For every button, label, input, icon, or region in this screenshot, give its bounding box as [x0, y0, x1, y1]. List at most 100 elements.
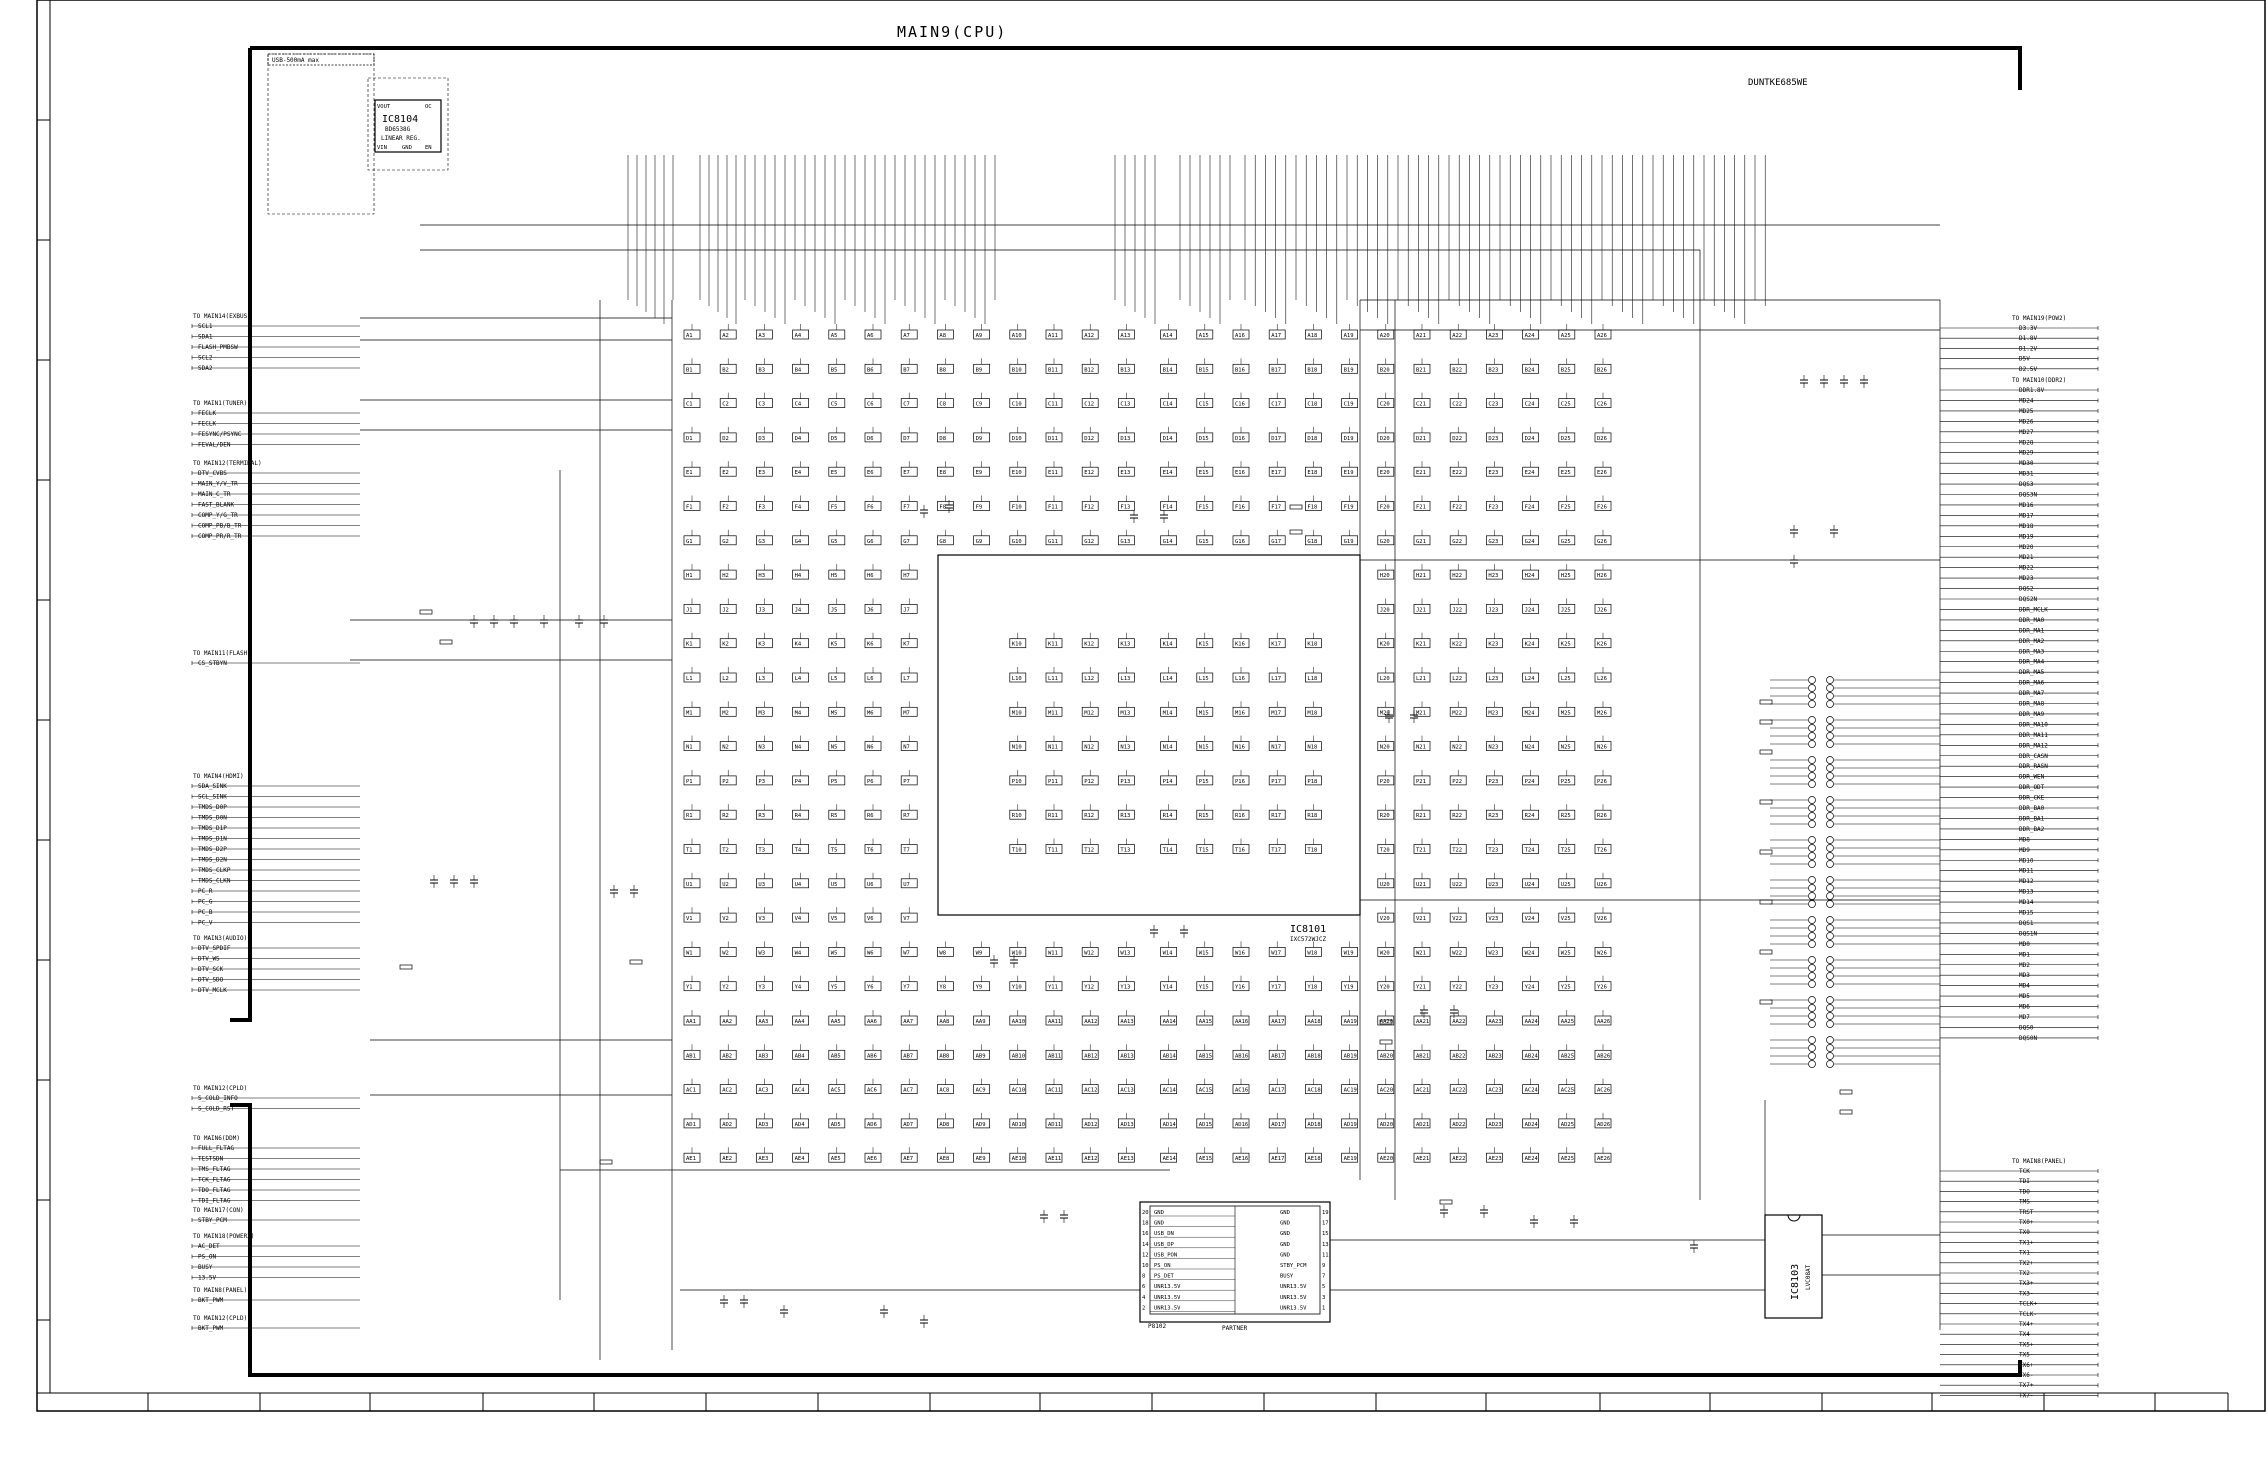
bga-pad-label: AE12: [1084, 1156, 1097, 1162]
bga-pad-label: K20: [1380, 642, 1390, 648]
connector-signal: FEVAL/DEN: [198, 442, 231, 449]
bga-pad-label: K11: [1048, 642, 1058, 648]
bga-pad-label: B17: [1271, 367, 1281, 373]
bga-pad-label: E11: [1048, 470, 1058, 476]
bga-pad-label: H2: [722, 573, 729, 579]
connector-signal: MD23: [2019, 575, 2034, 582]
resistor-array-node: [1808, 740, 1816, 748]
bga-pad-label: B25: [1561, 367, 1571, 373]
bga-pad-label: C21: [1416, 402, 1426, 408]
bga-pad-label: AD12: [1084, 1122, 1097, 1128]
partner-pin-signal: GND: [1280, 1242, 1290, 1248]
bga-pad-label: G2: [722, 539, 729, 545]
connector-signal: MD17: [2019, 512, 2034, 519]
resistor-array-node: [1826, 820, 1834, 828]
bga-pad-label: N13: [1120, 745, 1130, 751]
bga-pad-label: A24: [1525, 333, 1536, 339]
bga-pad-label: K3: [758, 642, 765, 648]
resistor-array-node: [1808, 796, 1816, 804]
bga-pad-label: R5: [831, 813, 838, 819]
connector-signal: TX0-: [2019, 1229, 2033, 1236]
resistor: [1379, 1039, 1393, 1045]
bga-pad-label: AD4: [795, 1122, 806, 1128]
bga-pad-label: B13: [1120, 367, 1130, 373]
connector-signal: FECLK: [198, 410, 216, 417]
partner-pin-number: 4: [1142, 1295, 1146, 1301]
partner-pin-signal: BUSY: [1280, 1274, 1294, 1280]
connector-signal: TX5+: [2019, 1341, 2034, 1348]
bga-pad-label: A11: [1048, 333, 1058, 339]
bga-pad-label: F10: [1012, 505, 1022, 511]
bga-pad-label: J26: [1597, 607, 1607, 613]
bga-pad-label: V23: [1488, 916, 1498, 922]
connector-signal: TX1-: [2019, 1250, 2033, 1257]
bga-pad-label: H1: [686, 573, 693, 579]
connector-title: TO MAIN11(FLASH): [193, 650, 251, 657]
partner-pin-signal: GND: [1154, 1221, 1164, 1227]
bga-pad-label: P2: [722, 779, 729, 785]
bga-pad-label: K15: [1199, 642, 1209, 648]
bga-pad-label: F20: [1380, 505, 1390, 511]
bga-pad-label: AA2: [722, 1019, 732, 1025]
bga-pad-label: T22: [1452, 848, 1462, 854]
bga-pad-label: AA18: [1307, 1019, 1320, 1025]
bga-pad-label: P14: [1163, 779, 1174, 785]
bga-pad-label: AB6: [867, 1053, 877, 1059]
bga-pad-label: D11: [1048, 436, 1058, 442]
connector-signal: DDR_BA0: [2019, 805, 2045, 812]
connector-signal: FULL_FLTAG: [198, 1145, 235, 1152]
bga-pad-label: T3: [758, 848, 765, 854]
bga-pad-label: N17: [1271, 745, 1281, 751]
bga-pad-label: A17: [1271, 333, 1281, 339]
bga-pad-label: G21: [1416, 539, 1426, 545]
svg-text:BD6538G: BD6538G: [385, 126, 411, 133]
bga-pad-label: C20: [1380, 402, 1390, 408]
bga-pad-label: B18: [1307, 367, 1317, 373]
bga-pad-label: AB20: [1380, 1053, 1393, 1059]
bga-pad-label: AB5: [831, 1053, 841, 1059]
bga-pad-label: K10: [1012, 642, 1022, 648]
bga-pad-label: AA6: [867, 1019, 877, 1025]
bga-pad-label: H23: [1488, 573, 1498, 579]
bga-pad-label: R4: [795, 813, 802, 819]
bga-pad-label: E20: [1380, 470, 1390, 476]
bga-pad-label: AB10: [1012, 1053, 1025, 1059]
connector-signal: DDR_MA4: [2019, 659, 2045, 666]
partner-pin-number: 11: [1322, 1252, 1329, 1258]
bga-pad-label: M15: [1199, 710, 1209, 716]
bga-pad-label: P1: [686, 779, 693, 785]
bga-pad-label: F3: [758, 505, 765, 511]
bga-pad-label: J21: [1416, 607, 1426, 613]
bga-pad-label: D10: [1012, 436, 1022, 442]
bga-pad-label: AA21: [1416, 1019, 1429, 1025]
bga-pad-label: AB4: [795, 1053, 806, 1059]
bga-pad-label: M25: [1561, 710, 1571, 716]
bga-pad-label: F11: [1048, 505, 1058, 511]
connector-signal: FLASH_PMBSW: [198, 344, 238, 351]
connector-title: TO MAIN10(DDR2): [2012, 377, 2066, 384]
bga-pad-label: A10: [1012, 333, 1022, 339]
connector-signal: DDR_MA8: [2019, 701, 2045, 708]
bga-pad-label: T20: [1380, 848, 1390, 854]
reg-ic: IC8104 BD6538G LINEAR REG. VOUT OC VIN G…: [367, 77, 449, 171]
bga-pad-label: AD22: [1452, 1122, 1465, 1128]
partner-pin-number: 6: [1142, 1284, 1145, 1290]
connector-signal: MD28: [2019, 439, 2034, 446]
connector-signal: MD26: [2019, 418, 2034, 425]
connector-signal: MD12: [2019, 878, 2034, 885]
bga-pad-label: W9: [976, 950, 983, 956]
bga-pad-label: T11: [1048, 848, 1058, 854]
bga-pad-label: G20: [1380, 539, 1390, 545]
bga-pad-label: A21: [1416, 333, 1426, 339]
bga-pad-label: U25: [1561, 882, 1571, 888]
bga-pad-label: F5: [831, 505, 838, 511]
bga-pad-label: AD6: [867, 1122, 877, 1128]
sheet-border: [250, 46, 2022, 90]
resistor-array-node: [1826, 916, 1834, 924]
resistor-array-node: [1808, 972, 1816, 980]
partner-pin-signal: GND: [1154, 1210, 1164, 1216]
connector-signal: DDR_CKE: [2019, 795, 2045, 802]
connector-signal: MD5: [2019, 993, 2030, 1000]
bga-pad-label: B10: [1012, 367, 1022, 373]
resistor-array-node: [1808, 836, 1816, 844]
